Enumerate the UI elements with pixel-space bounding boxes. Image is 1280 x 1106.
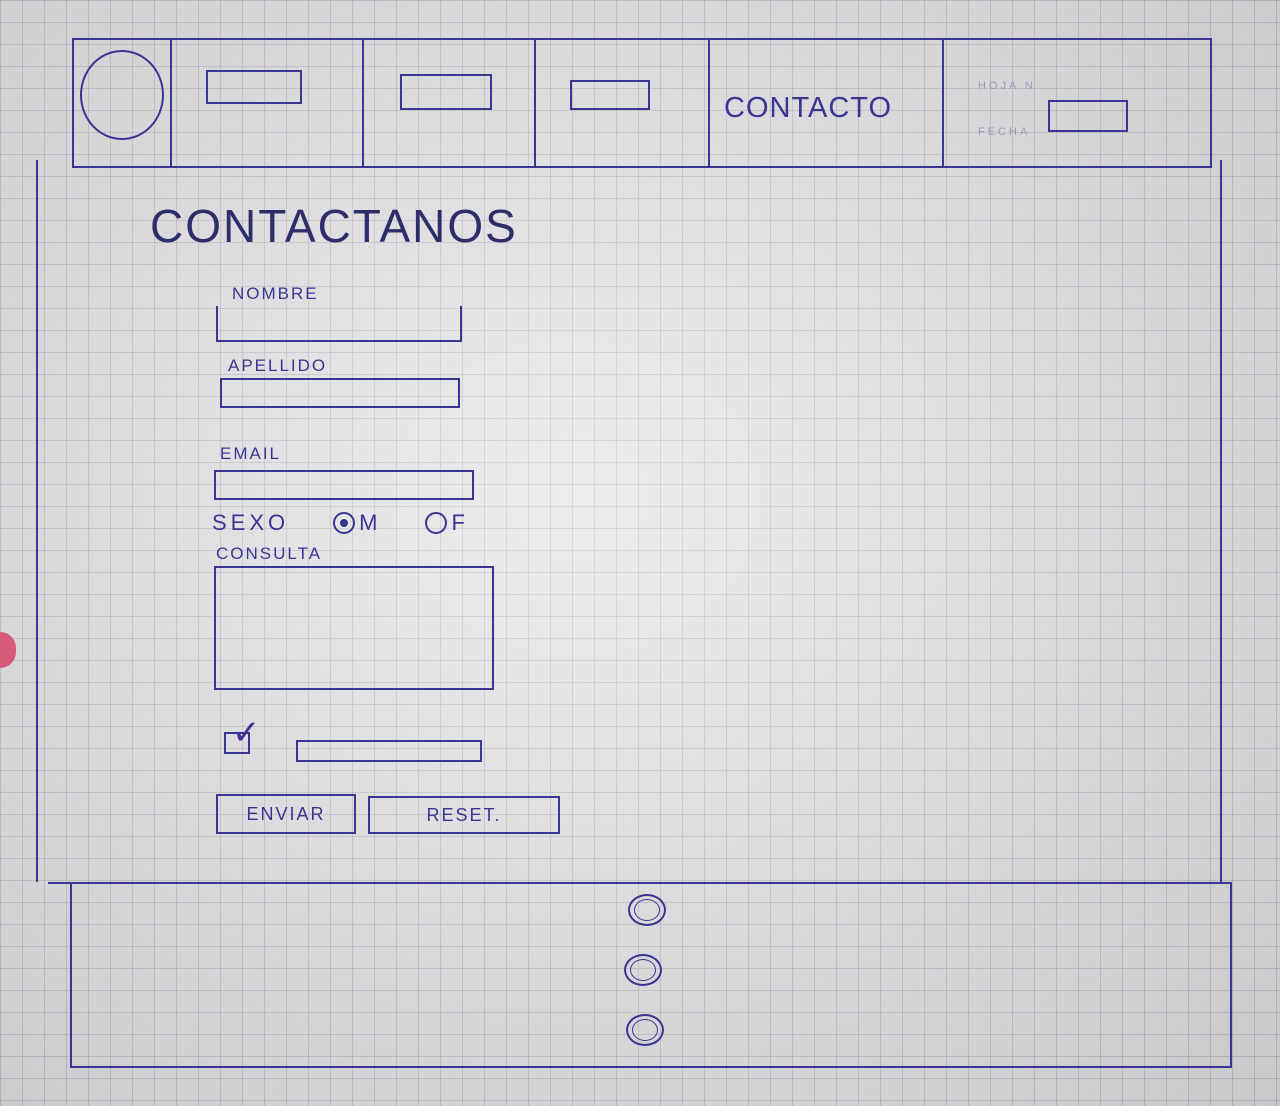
sex-radio-group: SEXO M F [212, 510, 469, 536]
checkmark-icon: ✓ [232, 713, 261, 753]
social-circle-icon[interactable] [624, 954, 662, 986]
sex-label: SEXO [212, 510, 290, 535]
nav-item-placeholder [570, 80, 650, 110]
social-circle-icon[interactable] [628, 894, 666, 926]
pen-mark [0, 632, 16, 668]
top-navigation: CONTACTO HOJA N FECHA [72, 38, 1212, 168]
nav-item-2[interactable] [364, 40, 536, 166]
nav-meta-cell: HOJA N FECHA [944, 40, 1210, 166]
lastname-input[interactable] [220, 378, 460, 408]
nav-meta-box [1048, 100, 1128, 132]
nav-item-3[interactable] [536, 40, 710, 166]
email-label: EMAIL [220, 444, 282, 463]
name-label: NOMBRE [232, 284, 319, 303]
radio-m-button[interactable] [333, 512, 356, 534]
terms-label-placeholder [296, 740, 482, 762]
nav-item-placeholder [400, 74, 492, 110]
query-textarea[interactable] [214, 566, 494, 690]
page-title: CONTACTANOS [150, 199, 518, 252]
terms-checkbox[interactable]: ✓ [224, 716, 261, 754]
radio-f-label: F [451, 510, 469, 535]
logo-circle-icon[interactable] [80, 50, 164, 140]
submit-button[interactable]: ENVIAR [216, 794, 356, 834]
main-content [36, 160, 1222, 882]
name-input[interactable] [216, 306, 462, 342]
query-label: CONSULTA [216, 544, 323, 563]
lastname-label: APELLIDO [228, 356, 328, 375]
nav-item-placeholder [206, 70, 302, 104]
nav-item-1[interactable] [172, 40, 364, 166]
radio-m-label: M [359, 510, 382, 535]
email-input[interactable] [214, 470, 474, 500]
reset-button[interactable]: RESET. [368, 796, 560, 834]
date-label: FECHA [978, 126, 1031, 138]
social-circle-icon[interactable] [626, 1014, 664, 1046]
radio-f-button[interactable] [425, 512, 448, 534]
nav-contact-label: CONTACTO [724, 92, 893, 124]
nav-logo-cell[interactable] [74, 40, 172, 166]
footer [70, 882, 1232, 1068]
sheet-number-label: HOJA N [978, 80, 1036, 92]
nav-item-contact[interactable]: CONTACTO [710, 40, 944, 166]
